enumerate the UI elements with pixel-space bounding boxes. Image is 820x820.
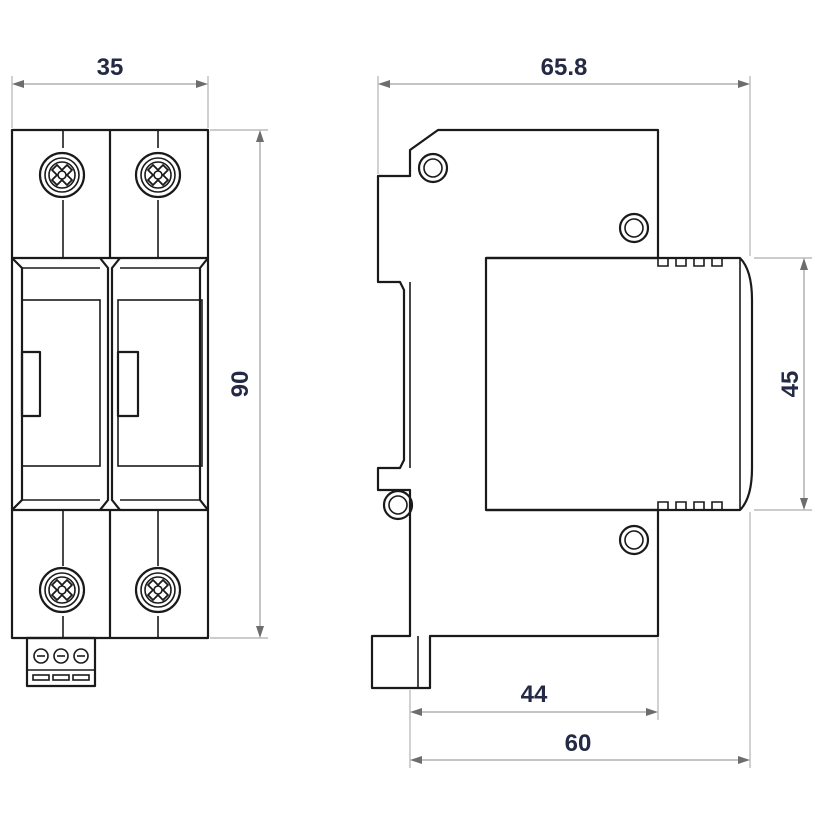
front-view: 35 90	[10, 54, 268, 688]
front-height-dimension: 90	[227, 371, 254, 398]
module-height-dimension: 45	[777, 371, 804, 398]
mounting-hole	[618, 524, 650, 556]
module-window	[20, 350, 42, 418]
side-view: 65.8 45 44 60	[370, 54, 812, 768]
front-width-dimension: 35	[97, 54, 124, 81]
remote-signal-connector	[25, 636, 97, 688]
module-window	[116, 350, 140, 418]
mounting-hole	[618, 212, 650, 244]
side-body-outline	[370, 128, 660, 690]
side-depth-dimension: 65.8	[541, 54, 588, 81]
mounting-hole	[382, 489, 414, 521]
terminal-screw-icon	[134, 151, 182, 199]
terminal-screw-icon	[38, 151, 86, 199]
terminal-screw-icon	[38, 566, 86, 614]
front-module	[486, 256, 754, 512]
rail-to-back-dimension: 60	[565, 730, 592, 757]
rail-to-front-dimension: 44	[521, 681, 548, 708]
mounting-hole	[417, 152, 449, 184]
terminal-screw-icon	[134, 566, 182, 614]
